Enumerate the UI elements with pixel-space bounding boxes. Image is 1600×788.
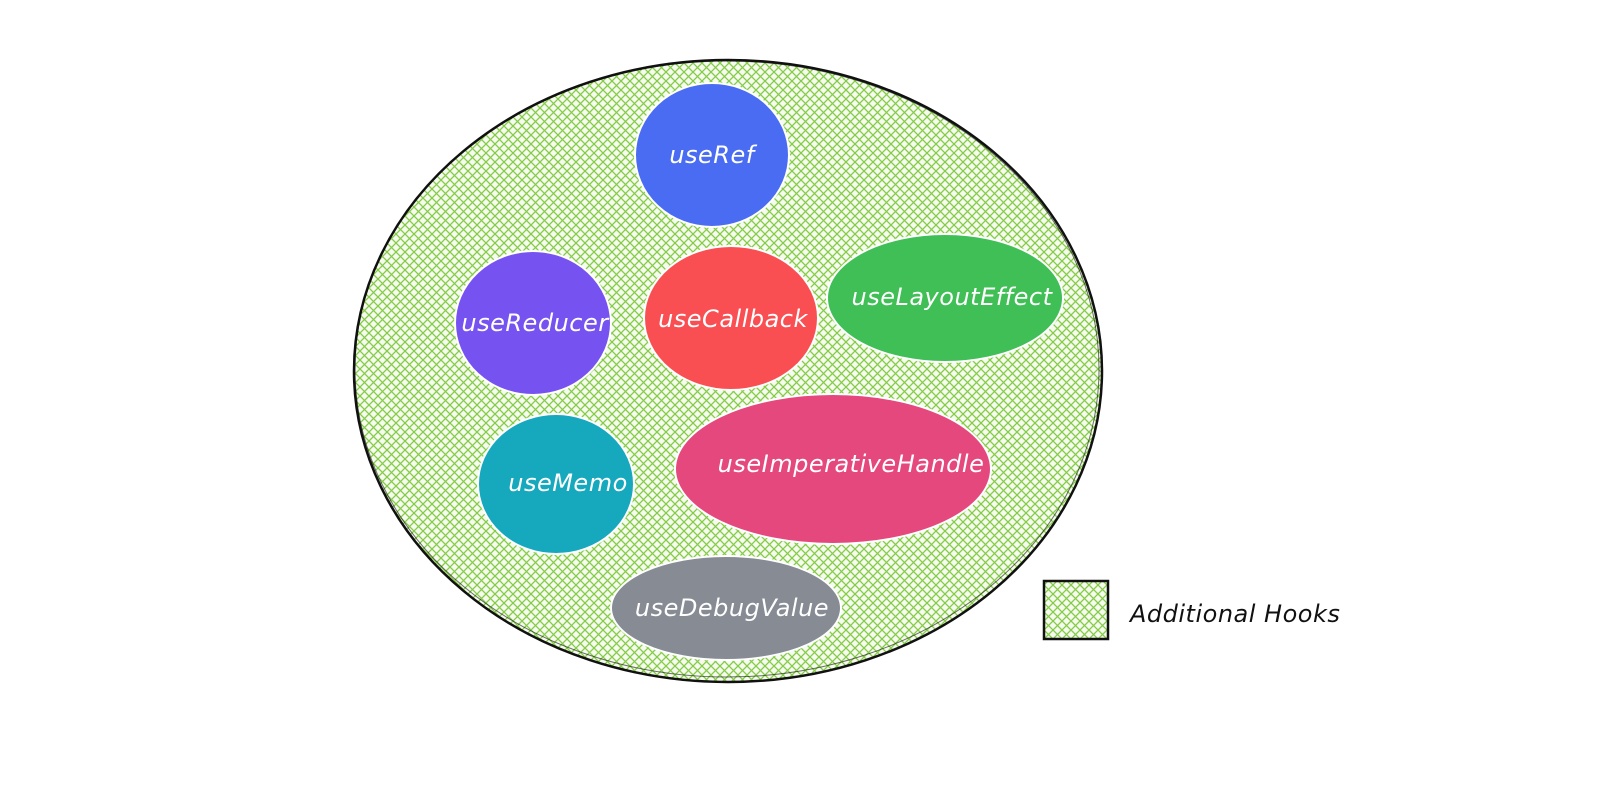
legend-label: Additional Hooks <box>1128 600 1340 628</box>
additional-hooks-region-outline <box>354 60 1100 678</box>
hook-label-useImperativeHandle: useImperativeHandle <box>718 450 985 478</box>
hook-node-useImperativeHandle: useImperativeHandle <box>674 393 992 545</box>
legend-swatch <box>1042 579 1110 641</box>
hook-shape-useLayoutEffect <box>826 233 1064 363</box>
hook-shape-useImperativeHandle <box>674 393 992 545</box>
hook-label-useRef: useRef <box>669 141 757 169</box>
hook-node-useCallback: useCallback <box>643 245 819 391</box>
hook-label-useCallback: useCallback <box>658 305 808 333</box>
hook-node-useLayoutEffect: useLayoutEffect <box>826 233 1064 363</box>
hook-label-useLayoutEffect: useLayoutEffect <box>852 283 1054 311</box>
hook-label-useDebugValue: useDebugValue <box>635 594 829 622</box>
hook-shape-useCallback <box>643 245 819 391</box>
hook-shape-useMemo <box>477 413 635 555</box>
hook-node-useDebugValue: useDebugValue <box>610 555 842 661</box>
hook-node-useReducer: useReducer <box>454 250 612 396</box>
hook-shape-useDebugValue <box>610 555 842 661</box>
hook-node-useRef: useRef <box>634 82 790 228</box>
hook-label-useMemo: useMemo <box>508 469 628 497</box>
hook-label-useReducer: useReducer <box>461 309 610 337</box>
legend: Additional Hooks <box>1042 579 1340 641</box>
hook-node-useMemo: useMemo <box>477 413 635 555</box>
hook-shape-useReducer <box>454 250 612 396</box>
hook-shape-useRef <box>634 82 790 228</box>
